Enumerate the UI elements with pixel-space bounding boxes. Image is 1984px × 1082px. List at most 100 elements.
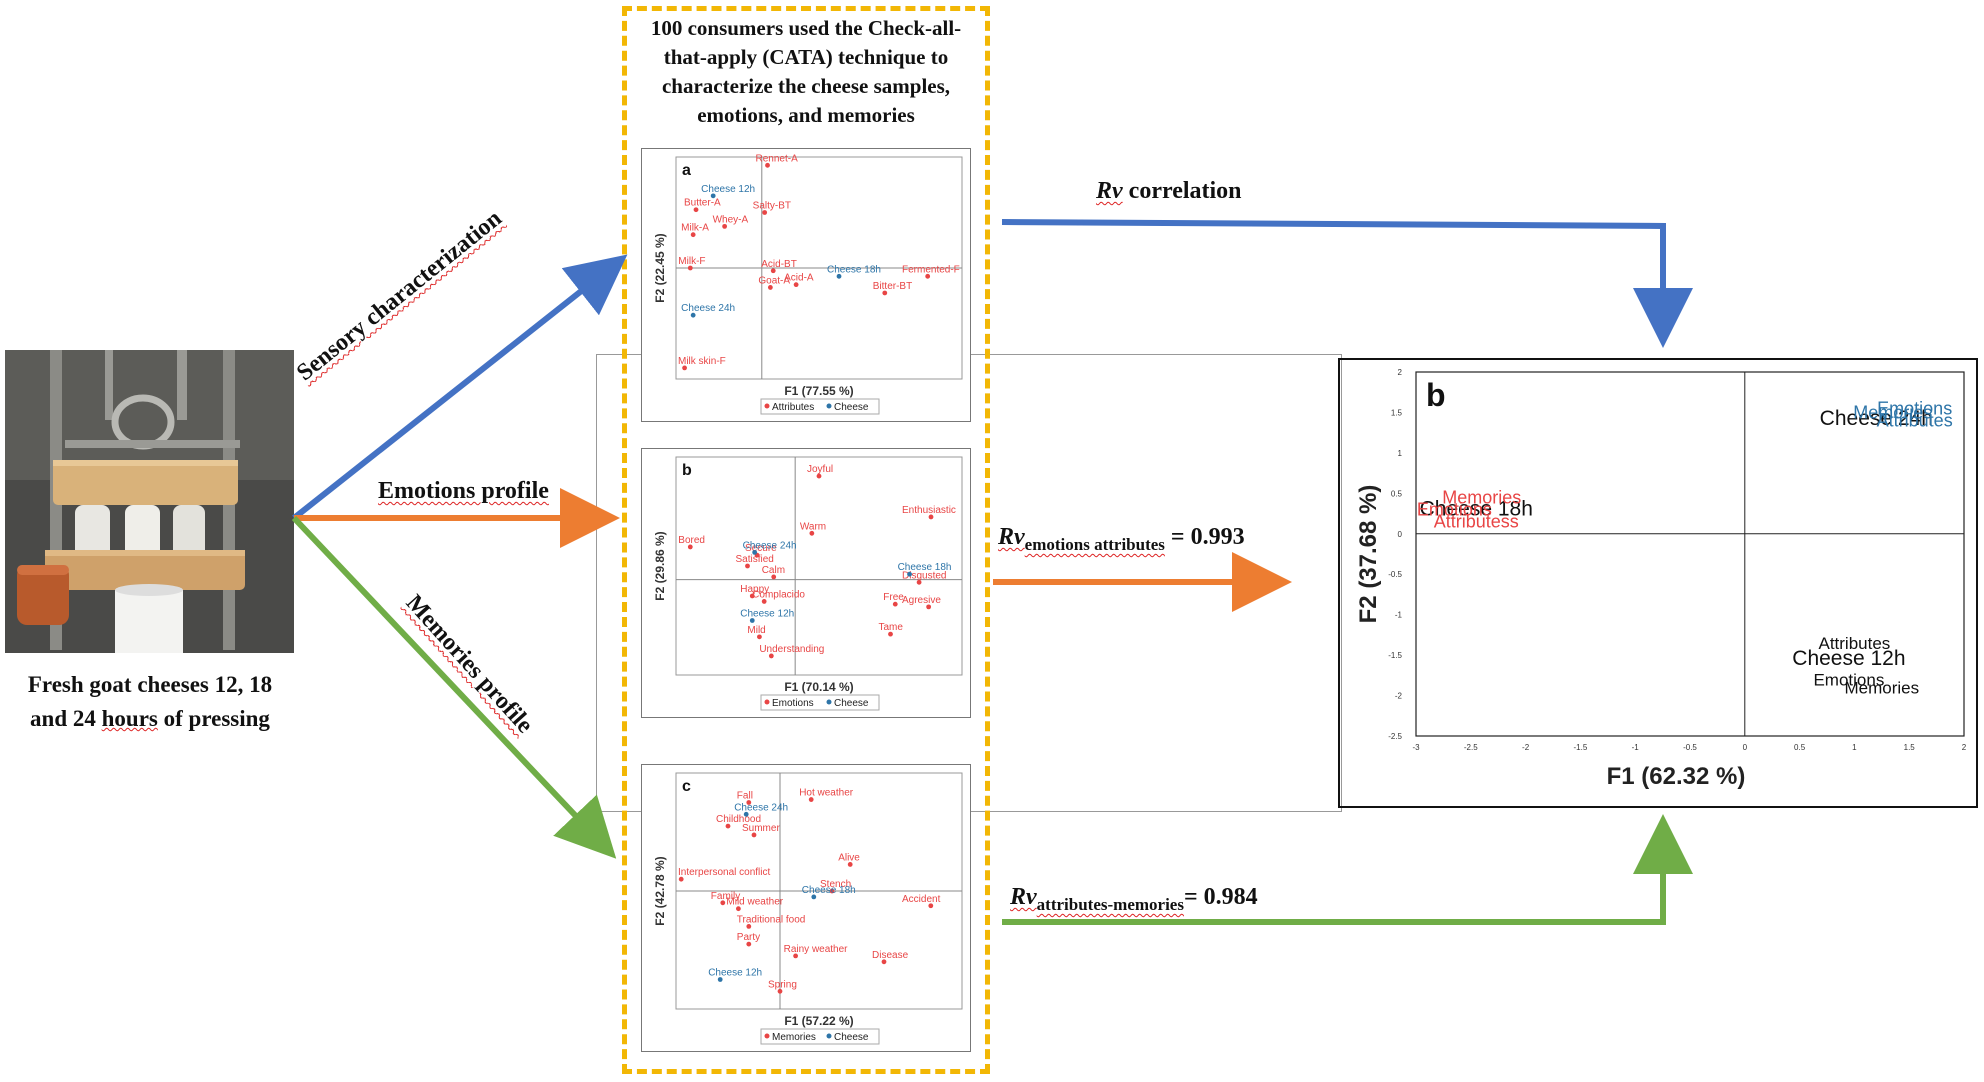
block-label: Attributes xyxy=(1818,634,1890,653)
y-tick-label: -1 xyxy=(1395,611,1403,620)
x-axis-label: F1 (57.22 %) xyxy=(784,1014,853,1028)
x-tick-label: -0.5 xyxy=(1683,743,1697,752)
attribute-point xyxy=(847,862,853,867)
plot-area xyxy=(1415,371,1965,737)
legend-label: Cheese xyxy=(834,698,869,709)
x-tick-label: -1 xyxy=(1632,743,1640,752)
point-label: Understanding xyxy=(759,644,824,655)
x-tick-label: 1 xyxy=(1852,743,1857,752)
rv-memories-label: Rvattributes-memories= 0.984 xyxy=(1010,884,1258,915)
panel-letter: b xyxy=(682,462,692,479)
attribute-point xyxy=(746,800,752,805)
point-label: Goat-A xyxy=(758,275,790,286)
cata-title-line: emotions, and memories xyxy=(697,103,915,127)
block-label: Memories xyxy=(1844,678,1919,697)
attribute-point xyxy=(777,988,783,994)
point-label: Milk-A xyxy=(681,223,709,234)
sensory-arrow xyxy=(292,254,628,521)
caption-line-2c: of pressing xyxy=(157,706,270,731)
y-tick-label: -2 xyxy=(1395,692,1403,701)
point-label: Mild xyxy=(747,625,765,636)
x-axis-label: F1 (77.55 %) xyxy=(784,384,853,398)
attribute-point xyxy=(762,210,768,215)
x-tick-label: 1.5 xyxy=(1904,743,1916,752)
x-tick-label: -2.5 xyxy=(1464,743,1478,752)
y-tick-label: 0 xyxy=(1398,530,1403,539)
point-label: Enthusiastic xyxy=(902,505,956,516)
cata-title-line: that-apply (CATA) technique to xyxy=(663,45,949,69)
attribute-point xyxy=(928,903,934,909)
y-tick-label: 1.5 xyxy=(1391,408,1403,417)
legend-marker xyxy=(826,403,832,409)
attribute-point xyxy=(693,207,699,213)
cata-dashed-frame xyxy=(622,6,990,1074)
attribute-point xyxy=(829,888,835,894)
point-label: Cheese 12h xyxy=(708,968,762,979)
rv-value: = 0.984 xyxy=(1183,884,1258,910)
attribute-point xyxy=(682,365,687,371)
point-label: Mild weather xyxy=(726,897,783,908)
legend-box xyxy=(760,398,880,415)
memories-arrow xyxy=(291,515,617,859)
point-label: Rennet-A xyxy=(756,153,799,164)
point-label: Childhood xyxy=(716,814,761,825)
cheese-press-image xyxy=(5,350,294,653)
block-label: Emotions xyxy=(1813,670,1884,689)
attribute-point xyxy=(916,579,922,585)
attribute-point xyxy=(816,473,822,479)
plot-area xyxy=(675,456,963,676)
attribute-point xyxy=(882,290,888,296)
point-label: Cheese 12h xyxy=(740,609,794,620)
cheese-point xyxy=(907,571,912,577)
panel-letter: a xyxy=(682,162,691,179)
legend-label: Cheese xyxy=(834,1032,869,1043)
point-label: Rainy weather xyxy=(784,944,849,955)
attribute-point xyxy=(771,574,777,580)
legend-label: Memories xyxy=(772,1032,816,1043)
point-label: Cheese 12h xyxy=(701,184,755,195)
point-label: Fermented-F xyxy=(902,264,960,275)
attribute-point xyxy=(751,832,757,838)
point-label: Free xyxy=(883,592,904,603)
legend-marker xyxy=(764,1033,770,1039)
attribute-point xyxy=(881,959,887,965)
point-label: Cheese 24h xyxy=(734,802,788,813)
point-label: Complacido xyxy=(752,589,805,600)
cheese-point xyxy=(811,894,817,900)
attribute-point xyxy=(770,268,776,274)
attribute-point xyxy=(725,823,731,829)
point-label: Family xyxy=(711,891,740,902)
attribute-point xyxy=(745,563,750,569)
attribute-point xyxy=(765,162,770,168)
point-label: Joyful xyxy=(807,464,833,475)
point-label: Milk-F xyxy=(678,256,705,267)
cheese-press-photo xyxy=(5,350,294,653)
chart-a: aRennet-AButter-AWhey-ASalty-BTMilk-AMil… xyxy=(653,153,963,415)
y-tick-label: 0.5 xyxy=(1391,489,1403,498)
legend-label: Emotions xyxy=(772,698,814,709)
point-label: Disease xyxy=(872,950,909,961)
attribute-point xyxy=(749,593,755,599)
attribute-point xyxy=(767,285,773,290)
point-label: Summer xyxy=(742,823,780,834)
caption-line-2: and 24 hours of pressing xyxy=(0,702,300,736)
legend-marker xyxy=(826,1033,832,1039)
x-axis-label: F1 (62.32 %) xyxy=(1607,763,1746,790)
rv-subscript: attributes-memories xyxy=(1036,894,1184,914)
panel-letter: c xyxy=(682,778,691,795)
point-label: Cheese 18h xyxy=(802,885,856,896)
block-label: Memories xyxy=(1442,487,1521,507)
cheese-label: Cheese 18h xyxy=(1420,498,1533,521)
y-axis-label: F2 (29.86 %) xyxy=(653,531,667,600)
point-label: Tame xyxy=(879,622,904,633)
cata-title: 100 consumers used the Check-all- that-a… xyxy=(622,14,990,130)
point-label: Cheese 24h xyxy=(743,540,797,551)
point-label: Calm xyxy=(762,565,785,576)
y-tick-label: -1.5 xyxy=(1388,651,1402,660)
cheese-point xyxy=(749,618,755,623)
